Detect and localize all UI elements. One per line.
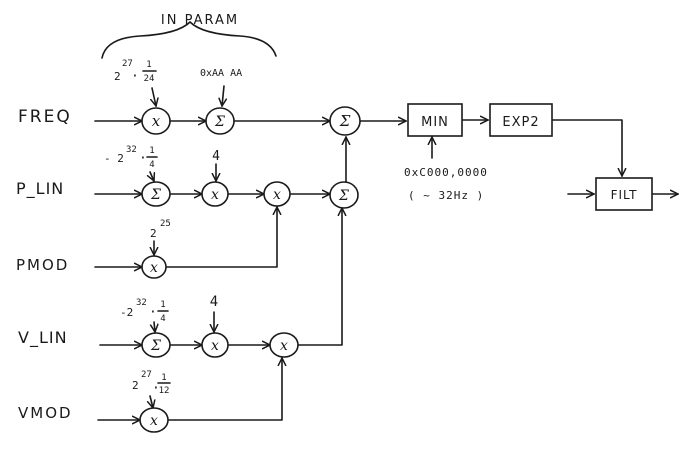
- multiply-node-plin-mod: x: [263, 181, 291, 207]
- const-plin-mult: 4: [212, 149, 220, 164]
- const-freq-mult-base: 2: [114, 70, 121, 83]
- const-plin-sum-frac-den: 4: [149, 160, 154, 170]
- min-block-label: MIN: [421, 115, 449, 130]
- wire-vmod-to-vlin-mult: [167, 358, 282, 421]
- multiply-symbol: x: [211, 187, 219, 203]
- sum-symbol: Σ: [338, 188, 349, 204]
- const-freq-mult-dot: ·: [131, 69, 139, 84]
- multiply-symbol: x: [150, 413, 158, 429]
- multiply-node-vmod: x: [139, 407, 169, 433]
- sum-node-vlin: Σ: [141, 332, 171, 358]
- const-vmod-mult-frac-num: 1: [161, 373, 166, 383]
- const-arrow-vmod-mult: [150, 395, 153, 408]
- const-min-line2: ( ~ 32Hz ): [408, 189, 484, 202]
- exp2-block: EXP2: [489, 103, 553, 137]
- multiply-node-vlin-const: x: [201, 332, 229, 358]
- const-freq-mult: 2 27 · 1 24: [114, 59, 157, 84]
- input-label-p-lin: P_LIN: [16, 179, 64, 199]
- const-arrow-vlin-sum: [154, 321, 155, 332]
- const-freq-mult-frac-den: 24: [144, 74, 155, 84]
- wire-vlin-to-plinsum: [297, 208, 342, 346]
- multiply-symbol: x: [152, 112, 161, 130]
- const-arrow-freq-sum: [222, 85, 224, 106]
- filt-block-label: FILT: [611, 188, 638, 202]
- multiply-symbol: x: [211, 338, 219, 354]
- sum-symbol: Σ: [150, 338, 161, 354]
- const-plin-sum-dot: ·: [139, 151, 147, 166]
- const-plin-sum-exp: 32: [126, 145, 137, 155]
- const-freq-mult-frac-num: 1: [146, 60, 151, 70]
- const-arrow-plin-sum: [150, 171, 154, 181]
- in-param-brace: [101, 21, 277, 59]
- const-vlin-sum-frac-num: 1: [160, 300, 165, 310]
- sum-node-plin-vlin: Σ: [329, 181, 359, 209]
- const-arrow-freq-mult: [152, 87, 156, 106]
- const-vmod-mult-frac-den: 12: [159, 386, 170, 396]
- input-label-p-mod: PMOD: [16, 256, 69, 274]
- const-vlin-sum-dot: ·: [149, 305, 157, 320]
- const-min-line1: 0xC000,0000: [404, 166, 488, 179]
- const-vlin-sum-frac-den: 4: [160, 314, 165, 324]
- multiply-node-pmod: x: [141, 255, 167, 279]
- sum-node-plin: Σ: [141, 181, 171, 207]
- const-vlin-sum-base: -2: [120, 306, 133, 319]
- const-vlin-sum: -2 32 · 1 4: [120, 298, 169, 324]
- const-plin-sum-base: - 2: [104, 152, 124, 165]
- const-plin-sum-frac-num: 1: [149, 146, 154, 156]
- wire-exp2-to-filt: [551, 119, 622, 176]
- const-pmod-mult-exp: 25: [160, 219, 171, 229]
- multiply-symbol: x: [273, 187, 281, 203]
- const-freq-mult-exp: 27: [122, 59, 133, 69]
- sum-node-freq: Σ: [205, 107, 235, 135]
- sum-symbol: Σ: [214, 114, 225, 130]
- in-param-label: IN PARAM: [161, 13, 239, 28]
- sum-symbol: Σ: [150, 187, 161, 203]
- filt-block: FILT: [595, 177, 653, 211]
- multiply-symbol: x: [150, 260, 158, 276]
- min-block: MIN: [407, 103, 463, 137]
- input-label-v-lin: V_LIN: [18, 328, 68, 348]
- multiply-node-freq: x: [141, 107, 171, 135]
- input-label-v-mod: VMOD: [18, 404, 73, 422]
- sum-symbol: Σ: [339, 112, 351, 130]
- const-vmod-mult: 2 27 · 1 12: [132, 370, 171, 396]
- const-vmod-mult-exp: 27: [141, 370, 152, 380]
- input-label-freq: FREQ: [18, 107, 72, 127]
- sum-node-main: Σ: [329, 106, 361, 136]
- const-vlin-mult: 4: [210, 294, 218, 310]
- const-vmod-mult-base: 2: [132, 379, 139, 392]
- wire-pmod-to-plin-mult: [165, 207, 277, 268]
- multiply-symbol: x: [280, 338, 288, 354]
- const-vlin-sum-exp: 32: [136, 298, 147, 308]
- const-plin-sum: - 2 32 · 1 4: [104, 145, 158, 170]
- const-vmod-mult-dot: ·: [152, 381, 160, 396]
- const-pmod-mult: 2 25: [150, 219, 171, 240]
- multiply-node-plin-const: x: [201, 181, 229, 207]
- const-freq-sum: 0xAA AA: [200, 68, 242, 79]
- const-pmod-mult-base: 2: [150, 227, 157, 240]
- multiply-node-vlin-mod: x: [269, 332, 299, 358]
- exp2-block-label: EXP2: [502, 115, 539, 130]
